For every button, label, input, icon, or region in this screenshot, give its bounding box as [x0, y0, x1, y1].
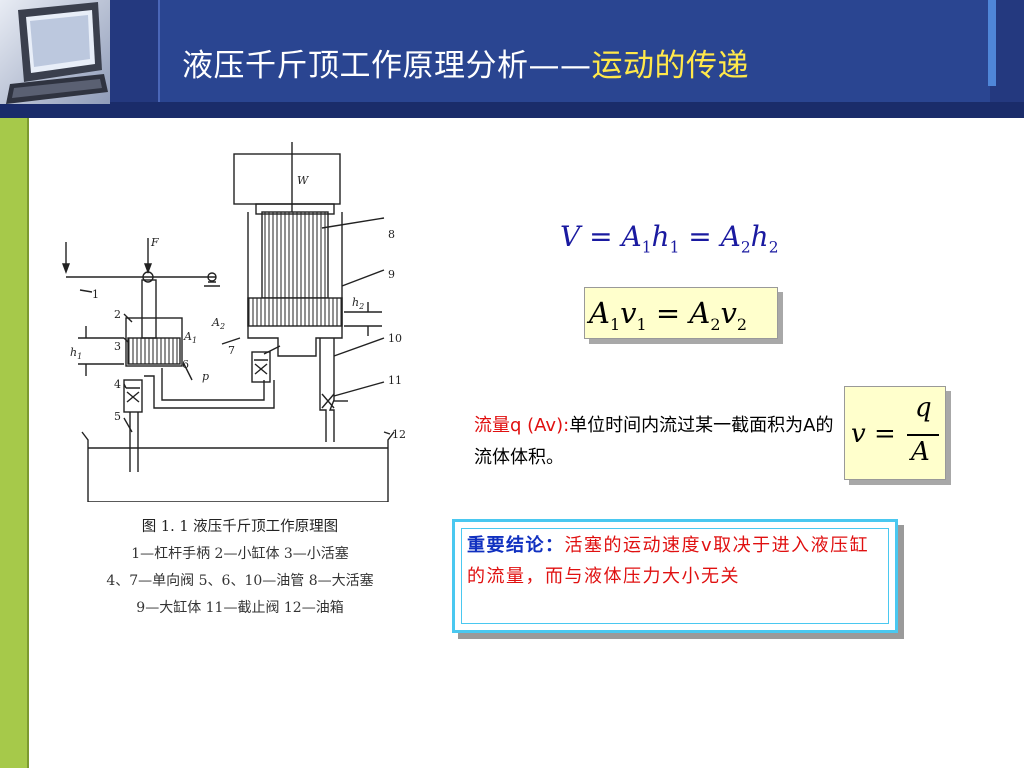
velocity-lhs: v = [851, 419, 896, 449]
label-n10: 10 [388, 332, 402, 345]
hydraulic-jack-diagram: W F A1 A2 h1 h2 p 1 2 3 4 5 6 7 8 9 10 1… [61, 142, 406, 502]
diagram-caption: 图 1. 1 液压千斤顶工作原理图 1—杠杆手柄 2—小缸体 3—小活塞 4、7… [60, 514, 420, 622]
fraction-bar [907, 434, 939, 436]
computer-monitor-icon [0, 0, 110, 118]
header-accent-bar [988, 0, 996, 86]
continuity-formula-box: A1v1 = A2v2 [584, 287, 778, 339]
oil-tank [81, 431, 395, 502]
fraction-denominator: A [911, 437, 930, 467]
flow-text: 单位时间内流过某一截面积为A的流体体积。 [474, 415, 834, 468]
conclusion-inner-border [461, 528, 889, 624]
caption-title: 图 1. 1 液压千斤顶工作原理图 [141, 519, 339, 535]
label-h1: h1 [70, 346, 82, 361]
load-block [233, 153, 341, 205]
label-A1: A1 [183, 330, 197, 345]
page-title-highlight: 运动的传递 [591, 48, 749, 84]
velocity-formula-box: v = q A [844, 386, 946, 480]
label-W: W [297, 174, 310, 187]
header-bottom-band [0, 102, 1024, 118]
flow-definition: 流量q (Av):单位时间内流过某一截面积为A的流体体积。 [474, 410, 834, 474]
label-n3: 3 [114, 340, 121, 353]
flow-label: 流量q (Av) [474, 415, 564, 436]
left-green-bar-edge [27, 118, 29, 768]
large-piston [261, 211, 329, 299]
label-h2: h2 [352, 296, 364, 311]
label-p: p [202, 370, 209, 383]
label-n2: 2 [114, 308, 121, 321]
header-left-band [110, 0, 158, 102]
label-n5: 5 [114, 410, 121, 423]
conclusion-box: 重要结论：活塞的运动速度v取决于进入液压缸的流量，而与液体压力大小无关 [452, 519, 898, 633]
label-n11: 11 [388, 374, 402, 387]
conclusion-lead: 重要结论： [467, 535, 565, 556]
label-F: F [150, 236, 159, 249]
label-n4: 4 [114, 378, 121, 391]
label-n1: 1 [92, 288, 99, 301]
label-n9: 9 [388, 268, 395, 281]
label-n6: 6 [182, 358, 189, 371]
small-cylinder [125, 317, 183, 367]
label-n8: 8 [388, 228, 395, 241]
header-title-panel [158, 0, 990, 102]
caption-line-2: 4、7—单向阀 5、6、10—油管 8—大活塞 [106, 573, 374, 589]
flow-colon: : [563, 415, 570, 436]
caption-line-3: 9—大缸体 11—截止阀 12—油箱 [136, 600, 344, 616]
volume-formula: V = A1h1 = A2h2 [560, 220, 779, 257]
large-cylinder [247, 212, 343, 357]
label-A2: A2 [211, 316, 225, 331]
conclusion-text: 重要结论：活塞的运动速度v取决于进入液压缸的流量，而与液体压力大小无关 [467, 530, 887, 592]
left-green-bar [0, 118, 27, 768]
conclusion-body: 活塞的运动速度v取决于进入液压缸的流量，而与液体压力大小无关 [467, 535, 870, 587]
page-title-main: 液压千斤顶工作原理分析—— [182, 48, 592, 84]
caption-line-1: 1—杠杆手柄 2—小缸体 3—小活塞 [131, 546, 349, 562]
page-title: 液压千斤顶工作原理分析——运动的传递 [182, 40, 749, 85]
small-piston [127, 337, 181, 365]
label-n12: 12 [392, 428, 406, 441]
label-n7: 7 [228, 344, 235, 357]
fraction-numerator: q [915, 393, 932, 423]
